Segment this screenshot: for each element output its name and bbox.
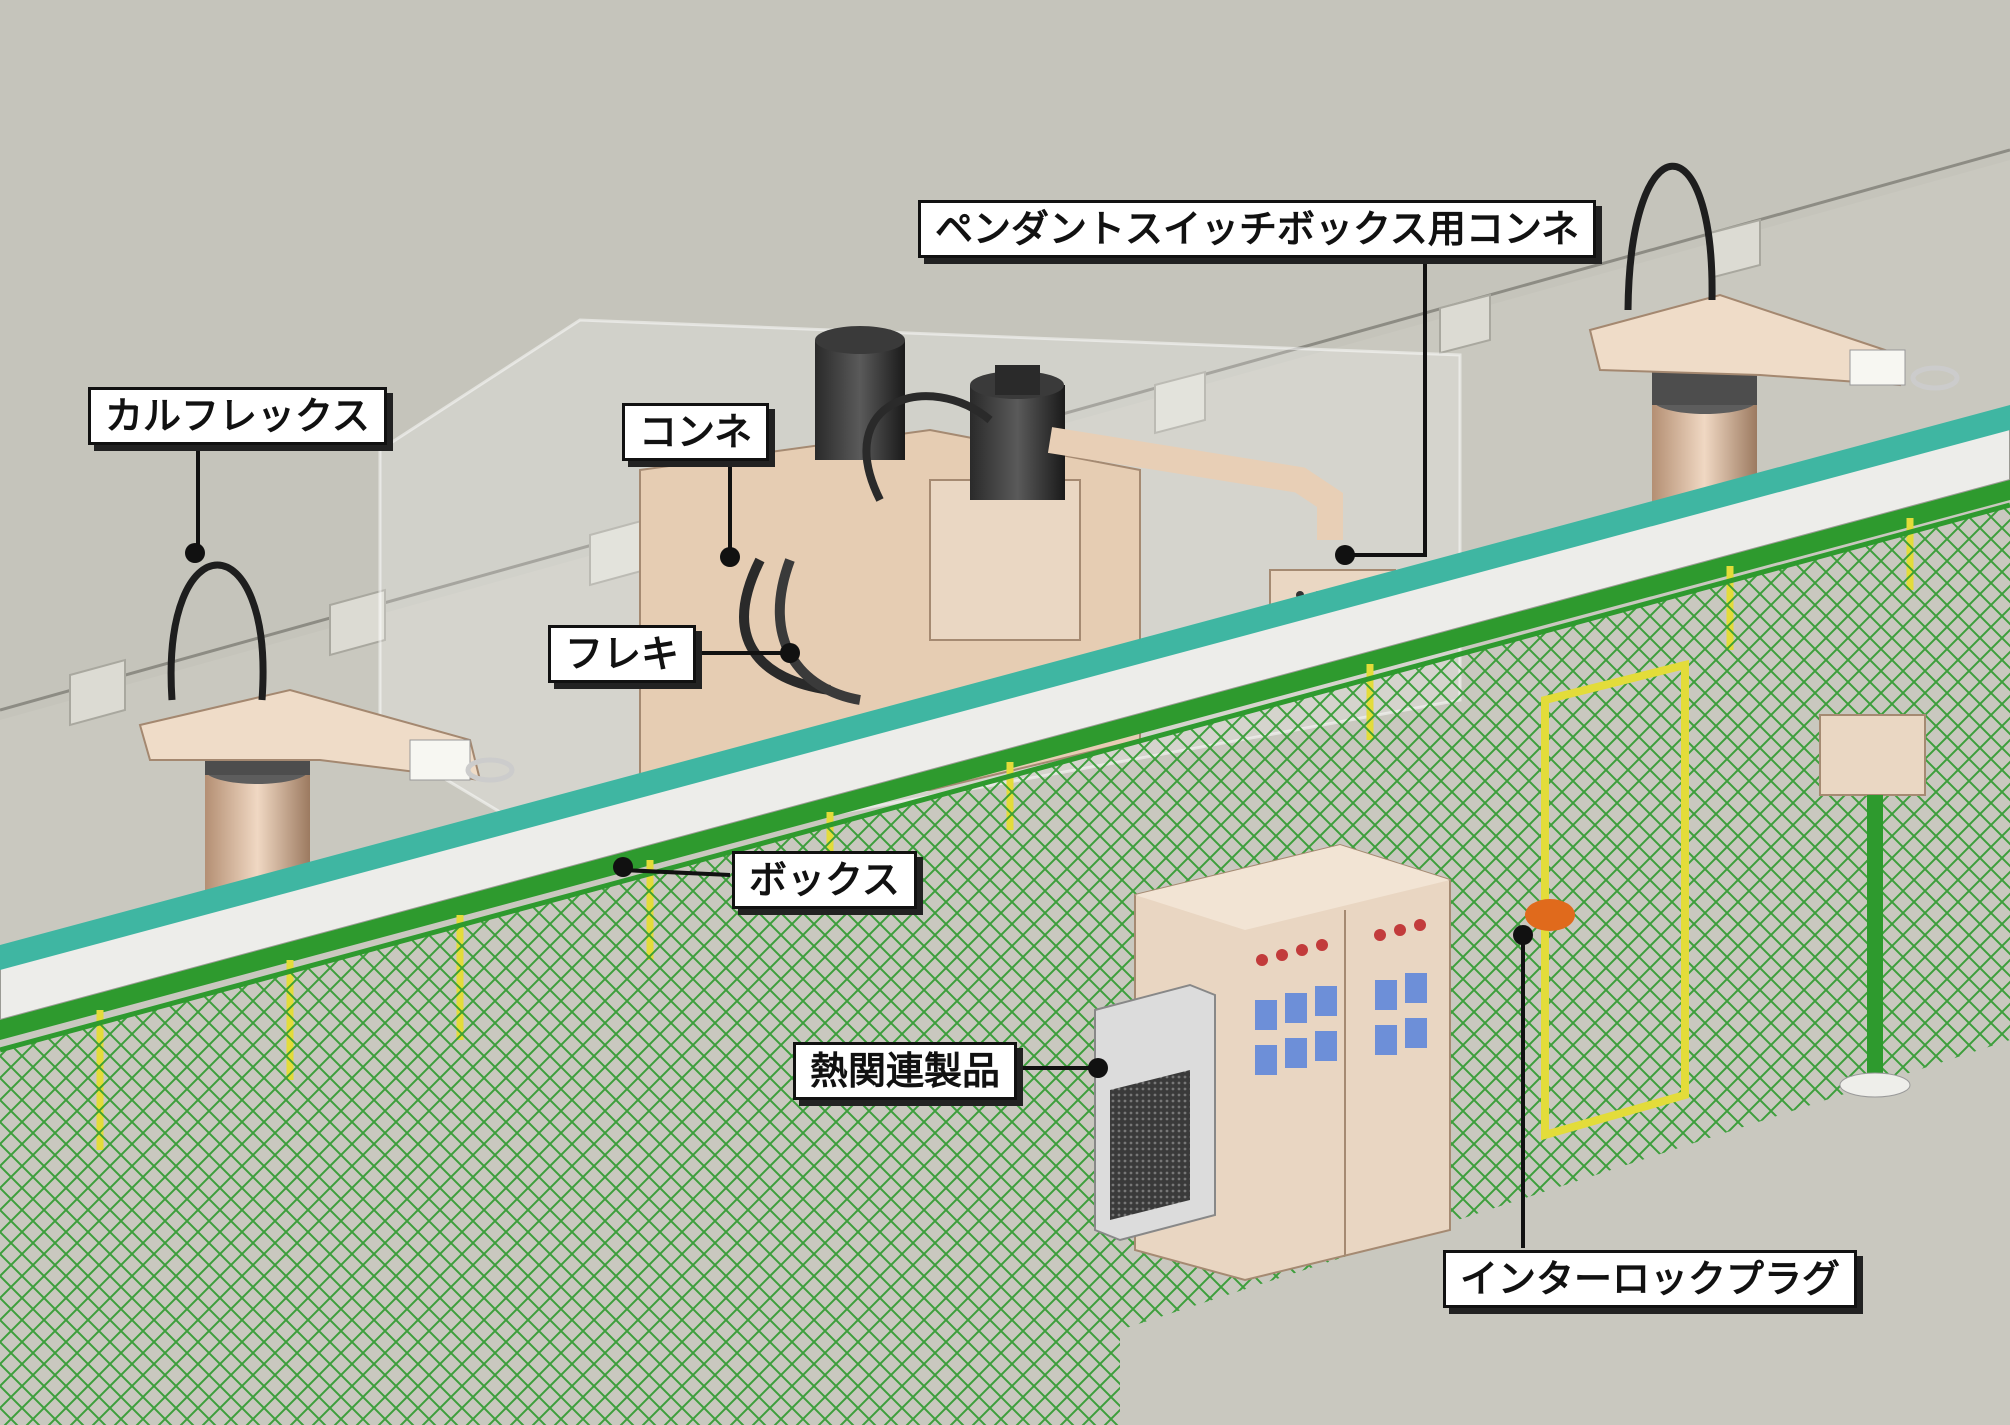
cooler-unit bbox=[1094, 983, 1216, 1242]
label-connector: コンネ bbox=[622, 403, 770, 461]
label-flexible: フレキ bbox=[548, 625, 697, 683]
leader-dots bbox=[185, 543, 1533, 1078]
label-box: ボックス bbox=[732, 851, 917, 909]
wall-blocks bbox=[69, 218, 1761, 727]
label-pendant-connector: ペンダントスイッチボックス用コンネ bbox=[918, 200, 1597, 258]
interlock-gate bbox=[1525, 659, 1689, 1141]
left-scara-robot bbox=[138, 561, 515, 900]
label-thermal: 熱関連製品 bbox=[793, 1042, 1018, 1100]
label-calflex: カルフレックス bbox=[88, 387, 387, 445]
pendant-stand bbox=[1819, 714, 1926, 1098]
conveyor bbox=[0, 405, 2010, 1040]
right-scara-robot bbox=[1588, 162, 1960, 510]
label-interlock: インターロックプラグ bbox=[1443, 1250, 1858, 1308]
mesh-fence bbox=[0, 505, 2010, 1425]
fence-top-rail bbox=[0, 502, 2010, 1053]
